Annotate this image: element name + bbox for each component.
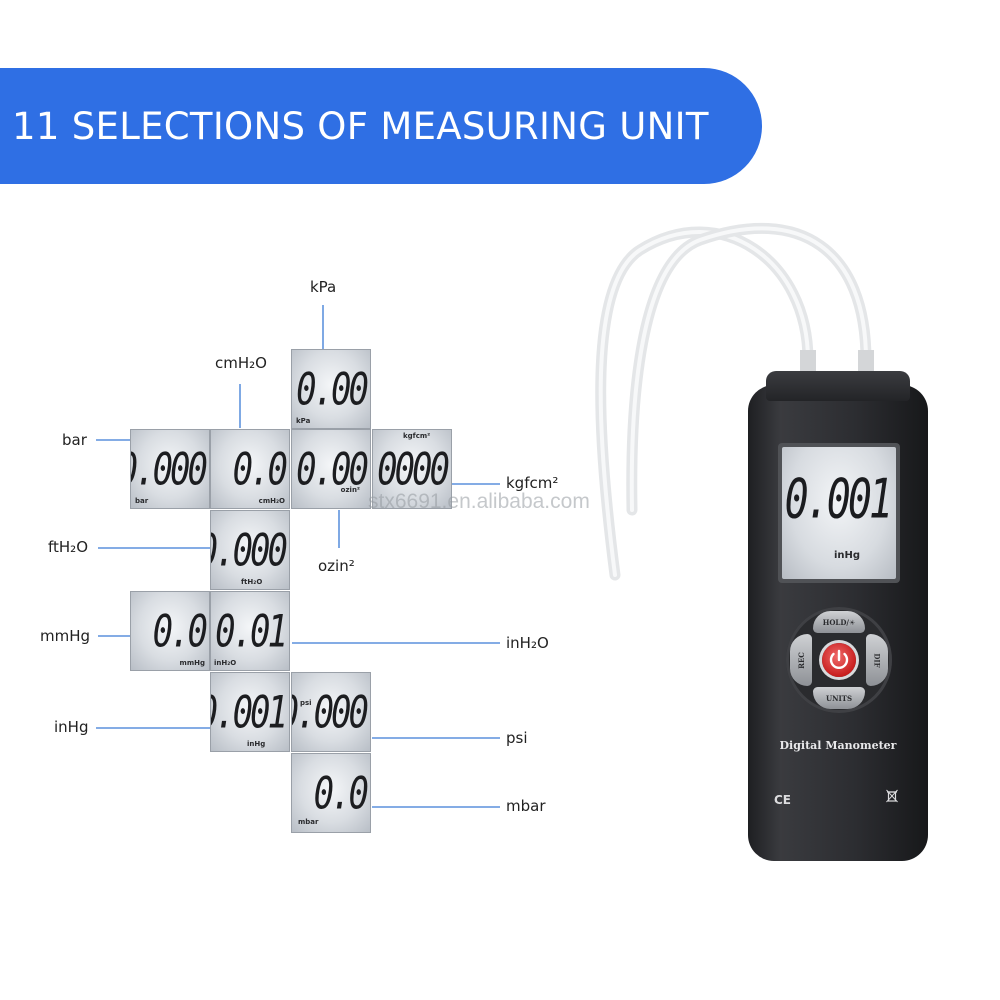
- lcd-cmh2o: 0.0 cmH₂O: [210, 429, 290, 509]
- lcd-kpa: 0.00 kPa: [291, 349, 371, 429]
- lcd-unit: ozin²: [340, 486, 360, 494]
- lcd-reading: 0.000: [131, 444, 208, 496]
- lcd-reading: 0.000: [211, 525, 288, 577]
- crossed-bin-icon: [886, 789, 898, 807]
- tube-right-highlight: [629, 226, 868, 512]
- lcd-reading: 0.0: [152, 606, 208, 658]
- power-button[interactable]: [822, 643, 856, 677]
- label-mmhg: mmHg: [40, 627, 91, 645]
- lcd-psi: 0.000 psi: [291, 672, 371, 752]
- label-ozin2: ozin²: [318, 557, 355, 575]
- lcd-reading: 0.00: [296, 364, 369, 416]
- button-pad: HOLD/☀ REC DIF UNITS: [786, 607, 892, 713]
- lcd-unit: kPa: [296, 417, 311, 425]
- lcd-unit: ftH₂O: [241, 578, 263, 586]
- dif-button[interactable]: DIF: [866, 634, 888, 686]
- lcd-fth2o: 0.000 ftH₂O: [210, 510, 290, 590]
- banner-title: 11 SELECTIONS OF MEASURING UNIT: [12, 104, 709, 148]
- lcd-unit: inHg: [247, 740, 266, 748]
- lcd-unit: inH₂O: [214, 659, 237, 667]
- label-inh2o: inH₂O: [506, 634, 549, 652]
- power-icon: [829, 649, 849, 669]
- digital-manometer-device: 0.001 inHg HOLD/☀ REC DIF UNITS Digital …: [748, 371, 928, 861]
- hold-label: HOLD/☀: [822, 617, 856, 627]
- lcd-inhg: 0.001 inHg: [210, 672, 290, 752]
- lcd-mmhg: 0.0 mmHg: [130, 591, 210, 671]
- lcd-inh2o: 0.01 inH₂O: [210, 591, 290, 671]
- units-button[interactable]: UNITS: [813, 687, 865, 709]
- device-screen: 0.001 inHg: [782, 447, 896, 579]
- model-name: Digital Manometer: [779, 739, 897, 752]
- label-cmh2o: cmH₂O: [215, 354, 267, 372]
- label-inhg: inHg: [54, 718, 89, 736]
- label-kpa: kPa: [310, 278, 337, 296]
- lcd-kgfcm2: 0.0000 kgfcm²: [372, 429, 452, 509]
- device-unit: inHg: [834, 550, 861, 561]
- label-mbar: mbar: [506, 797, 546, 815]
- lcd-reading: 0.0000: [373, 444, 450, 496]
- rec-label: REC: [796, 651, 806, 669]
- lcd-unit: mmHg: [179, 659, 205, 667]
- device-top-cap: [766, 371, 910, 401]
- title-banner: 11 SELECTIONS OF MEASURING UNIT: [0, 68, 762, 184]
- lcd-unit: cmH₂O: [258, 497, 285, 505]
- hold-button[interactable]: HOLD/☀: [813, 611, 865, 633]
- tube-left-highlight: [598, 230, 810, 577]
- watermark: stx6691.en.alibaba.com: [368, 490, 590, 513]
- lcd-reading: 0.001: [211, 687, 288, 739]
- label-fth2o: ftH₂O: [48, 538, 88, 556]
- units-label: UNITS: [825, 693, 853, 703]
- lcd-unit: mbar: [298, 818, 319, 826]
- lcd-unit: psi: [300, 699, 312, 707]
- lcd-reading: 0.0: [232, 444, 288, 496]
- lcd-mbar: 0.0 mbar: [291, 753, 371, 833]
- label-psi: psi: [506, 729, 528, 747]
- lcd-unit: kgfcm²: [403, 432, 431, 440]
- label-kgfcm2: kgfcm²: [506, 474, 559, 492]
- label-bar: bar: [62, 431, 87, 449]
- dif-label: DIF: [872, 652, 882, 668]
- lcd-reading: 0.01: [215, 606, 288, 658]
- ce-mark: CE: [774, 793, 792, 807]
- lcd-bar: 0.000 bar: [130, 429, 210, 509]
- lcd-reading: 0.0: [313, 768, 369, 820]
- lcd-unit: bar: [135, 497, 149, 505]
- lcd-reading: 0.00: [296, 444, 369, 496]
- lcd-ozin2: 0.00 ozin²: [291, 429, 371, 509]
- lcd-reading: 0.000: [292, 687, 369, 739]
- rec-button[interactable]: REC: [790, 634, 812, 686]
- device-reading: 0.001: [784, 469, 893, 532]
